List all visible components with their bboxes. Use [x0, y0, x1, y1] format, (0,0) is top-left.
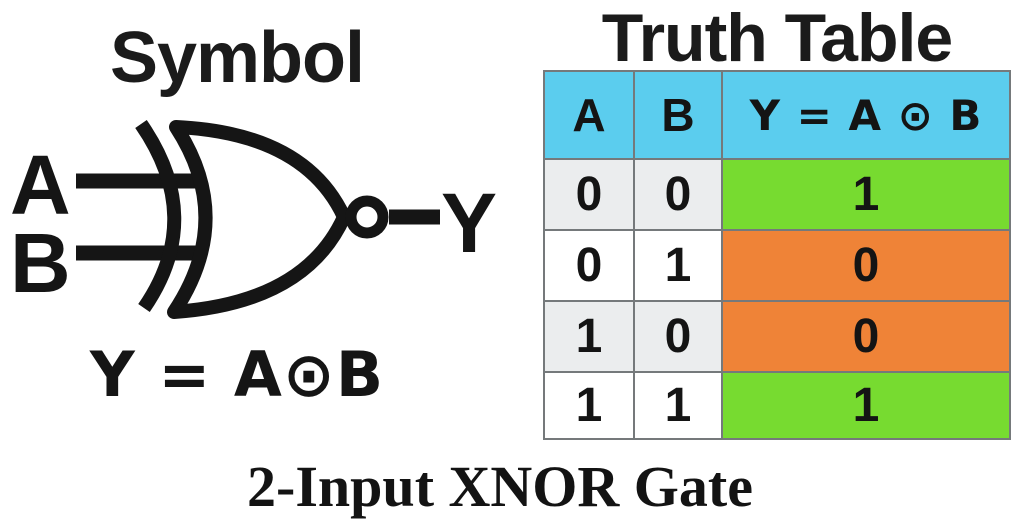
- truth-table-title: Truth Table: [601, 0, 953, 76]
- truth-table-cell-b: 0: [635, 302, 721, 371]
- truth-table-header-b: B: [635, 72, 721, 158]
- gate-body: [167, 120, 351, 319]
- figure-caption: 2-Input XNOR Gate: [247, 454, 753, 519]
- truth-table-cell-y: 0: [723, 302, 1009, 371]
- truth-table: A B Y = A ⊙ B 0 0 1 0 1 0 1 0 0 1 1 1: [543, 70, 1011, 440]
- output-y-label: Y: [441, 176, 498, 270]
- boolean-equation: Y = A⊙B: [89, 338, 385, 411]
- truth-table-header-a: A: [545, 72, 633, 158]
- truth-table-cell-y: 0: [723, 231, 1009, 300]
- xor-input-arc: [135, 120, 182, 312]
- truth-table-cell-b: 1: [635, 373, 721, 438]
- truth-table-cell-y: 1: [723, 160, 1009, 229]
- input-b-label: B: [10, 216, 71, 310]
- xnor-gate-symbol: [76, 120, 440, 319]
- truth-table-cell-a: 0: [545, 231, 633, 300]
- input-a-label: A: [10, 138, 71, 232]
- truth-table-cell-a: 1: [545, 373, 633, 438]
- truth-table-cell-b: 1: [635, 231, 721, 300]
- truth-table-cell-a: 1: [545, 302, 633, 371]
- truth-table-cell-y: 1: [723, 373, 1009, 438]
- inversion-bubble: [345, 195, 389, 239]
- truth-table-cell-b: 0: [635, 160, 721, 229]
- symbol-section-title: Symbol: [109, 18, 365, 98]
- truth-table-header-y: Y = A ⊙ B: [723, 72, 1009, 158]
- truth-table-cell-a: 0: [545, 160, 633, 229]
